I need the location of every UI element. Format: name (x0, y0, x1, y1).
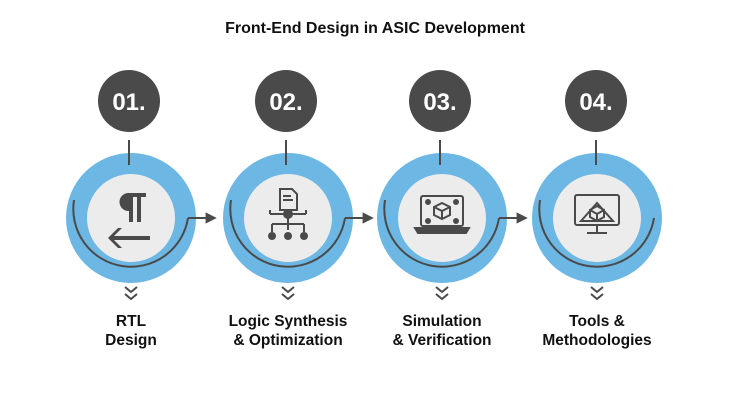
step-3-chevron-icon (435, 286, 449, 301)
step-1-number: 01. (112, 89, 145, 116)
step-3: 03. (377, 70, 507, 301)
step-1-chevron-icon (124, 286, 138, 301)
step-3-label: Simulation & Verification (362, 312, 522, 350)
step-2-number: 02. (269, 89, 302, 116)
step-3-label-line2: & Verification (392, 332, 492, 349)
step-1-label-line1: RTL (115, 313, 147, 330)
step-2-connector-arc (229, 199, 346, 268)
step-2-number-badge (255, 70, 317, 132)
step-4: 04. (532, 70, 662, 301)
step-2-chevron-icon (281, 286, 295, 301)
document-network-icon (268, 188, 308, 240)
step-1-label: RTL Design (51, 312, 211, 350)
step-2-label-line2: & Optimization (233, 332, 343, 349)
step-4-label-line1: Tools & (569, 313, 625, 330)
step-3-number-badge (409, 70, 471, 132)
step-4-label: Tools & Methodologies (517, 312, 677, 350)
step-4-label-line2: Methodologies (542, 332, 652, 349)
step-2-label-line1: Logic Synthesis (228, 313, 348, 330)
step-4-number-badge (565, 70, 627, 132)
step-3-number: 03. (423, 89, 456, 116)
page-title: Front-End Design in ASIC Development (225, 20, 525, 37)
laptop-cube-icon (413, 195, 471, 234)
step-4-connector-arc (538, 199, 655, 268)
step-1-label-line2: Design (105, 332, 157, 349)
step-4-chevron-icon (590, 286, 604, 301)
step-1-number-badge (98, 70, 160, 132)
step-3-connector-arc (383, 199, 500, 268)
paragraph-arrow-icon (108, 193, 150, 248)
step-2-label: Logic Synthesis & Optimization (208, 312, 368, 350)
step-2: 02. (223, 70, 353, 301)
monitor-design-icon (574, 194, 620, 234)
step-3-label-line1: Simulation (402, 313, 482, 330)
step-1-connector-arc (72, 199, 189, 268)
step-1: 01. (66, 70, 196, 301)
step-4-number: 04. (579, 89, 612, 116)
